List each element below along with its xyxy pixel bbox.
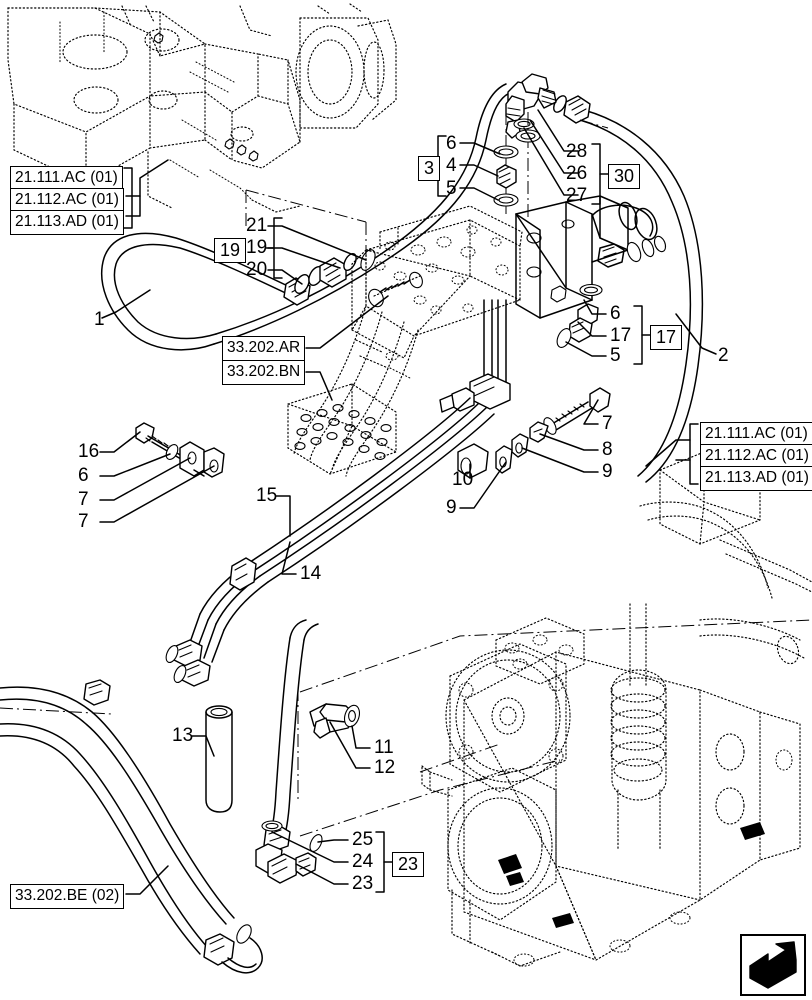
reference-box-21-113-ad[interactable]: 21.113.AD (01) (10, 210, 124, 235)
reference-box-33-202-be[interactable]: 33.202.BE (02) (10, 884, 125, 909)
callout-11: 11 (374, 737, 394, 758)
callout-21: 20 (246, 259, 268, 280)
callout-26: 25 (352, 829, 374, 850)
callout-5-group3: 5 (446, 178, 457, 199)
callout-13: 13 (172, 725, 194, 746)
group-box-19[interactable]: 19 (214, 238, 247, 263)
group-17-elbow-fitting (556, 283, 603, 348)
group-box-17[interactable]: 17 (650, 325, 683, 350)
tube-bundle-14-15 (165, 299, 511, 687)
callout-4: 4 (446, 155, 457, 176)
callout-7-left-a: 7 (78, 489, 89, 510)
callout-7-left-b: 7 (78, 511, 89, 532)
callout-28: 27 (566, 185, 588, 206)
top-elbow-assembly (505, 73, 557, 139)
rear-axle-housing (421, 451, 812, 967)
callout-24: 23 (352, 873, 374, 894)
callout-22: 21 (246, 215, 268, 236)
callout-6-group3: 6 (446, 133, 457, 154)
part-13-pipe (205, 705, 233, 813)
hose-2-end-fitting (553, 95, 591, 124)
construction-centerlines (0, 119, 812, 837)
group-box-23[interactable]: 23 (392, 852, 425, 877)
callout-15: 15 (256, 485, 278, 506)
reference-box-21-113-ad-right[interactable]: 21.113.AD (01) (700, 466, 812, 491)
brake-valve-and-pedal-assembly (287, 195, 667, 477)
reference-box-21-111-ac-right[interactable]: 21.111.AC (01) (700, 422, 812, 447)
leader-lines (99, 109, 717, 895)
hose-2 (579, 109, 704, 483)
reference-box-33-202-bn[interactable]: 33.202.BN (222, 360, 306, 385)
reference-box-21-111-ac[interactable]: 21.111.AC (01) (10, 166, 123, 191)
callout-25: 24 (352, 851, 374, 872)
callout-27: 26 (566, 163, 588, 184)
3d-arrow-up-right-icon (749, 941, 797, 989)
callout-7-center: 7 (602, 413, 613, 434)
callout-1: 1 (94, 309, 105, 330)
hose-1-end-fitting (283, 249, 376, 306)
reference-box-33-202-ar[interactable]: 33.202.AR (222, 336, 306, 361)
callout-5-group17: 5 (610, 345, 621, 366)
callout-12: 12 (374, 757, 396, 778)
lower-hose-23-assembly (255, 619, 323, 884)
part-11-12-clamp (309, 703, 361, 739)
callout-16: 16 (78, 441, 100, 462)
lower-left-hoses (0, 679, 263, 974)
group-3-parts-stack (493, 112, 519, 214)
callout-14: 14 (300, 563, 322, 584)
callout-6-group17: 6 (610, 303, 621, 324)
hose-1 (100, 83, 513, 351)
orientation-icon-box (740, 934, 806, 996)
callout-8: 8 (602, 439, 613, 460)
callout-18: 17 (610, 325, 632, 346)
group-box-30[interactable]: 30 (608, 164, 641, 189)
reference-box-21-112-ac-right[interactable]: 21.112.AC (01) (700, 444, 812, 469)
reference-box-21-112-ac[interactable]: 21.112.AC (01) (10, 188, 124, 213)
callout-20: 19 (246, 237, 268, 258)
upper-left-housing (7, 3, 397, 213)
callout-9-a: 9 (602, 461, 613, 482)
callout-6-left: 6 (78, 465, 89, 486)
center-bolt-clip-bush-assembly (457, 387, 611, 479)
group-box-3[interactable]: 3 (418, 156, 441, 181)
callout-10: 10 (452, 469, 474, 490)
left-bracket-assembly (135, 422, 225, 478)
callout-29: 28 (566, 141, 588, 162)
callout-2: 2 (718, 345, 729, 366)
callout-9-b: 9 (446, 497, 457, 518)
